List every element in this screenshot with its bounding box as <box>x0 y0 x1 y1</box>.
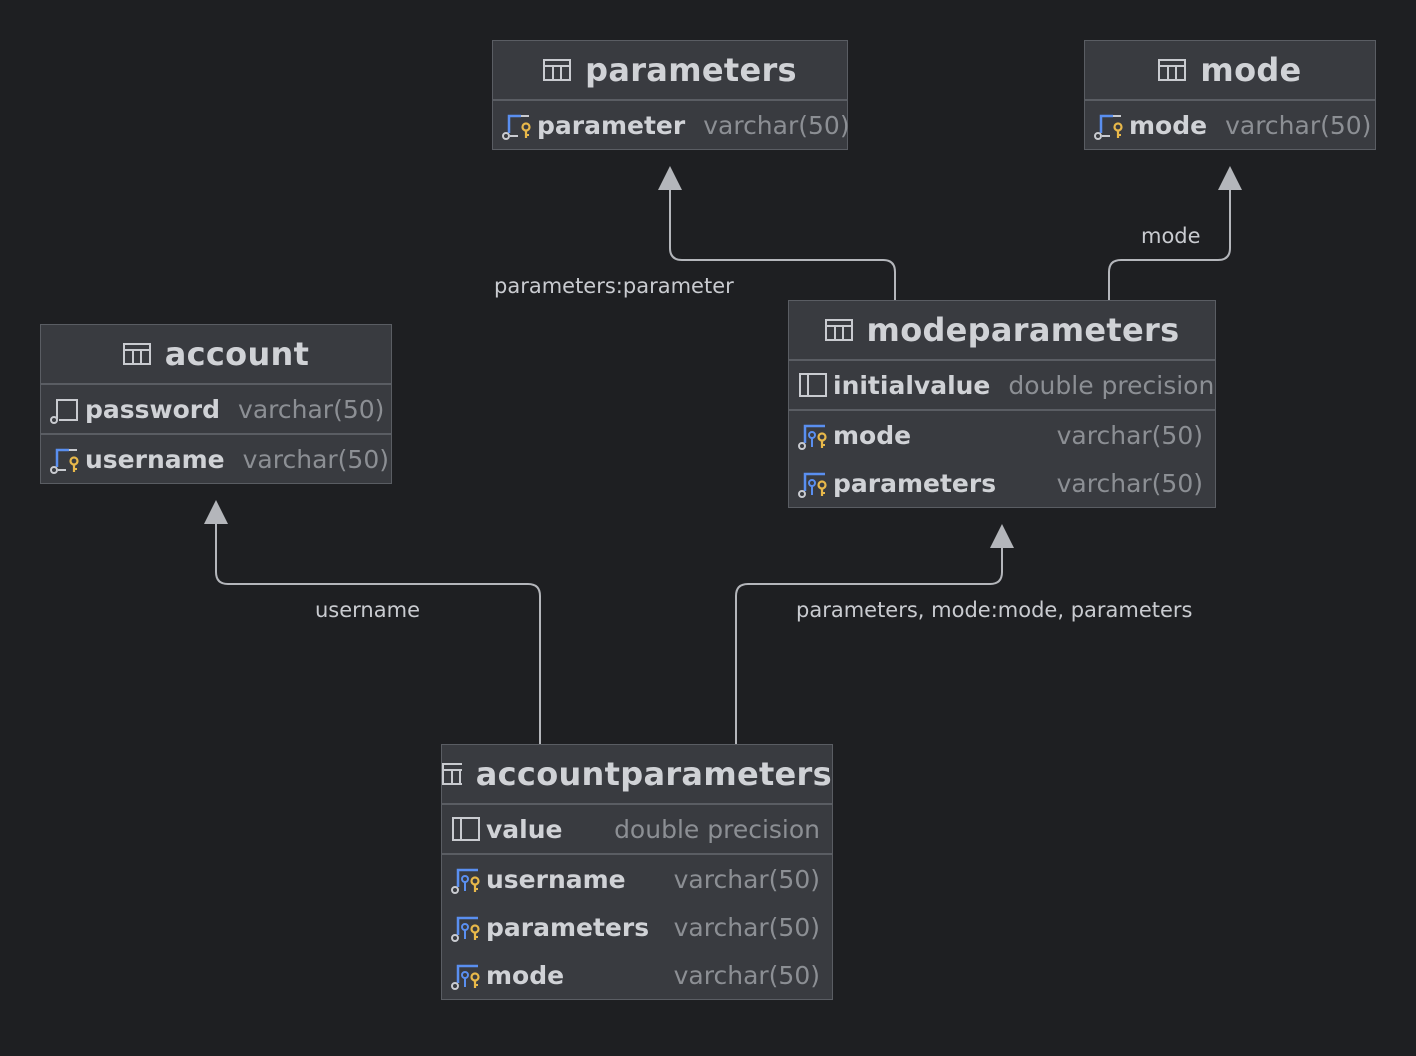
primary-foreign-key-icon <box>797 472 827 499</box>
table-icon <box>1158 59 1187 81</box>
column-type: varchar(50) <box>673 912 820 942</box>
column-row[interactable]: parameter varchar(50) <box>493 101 850 149</box>
column-name: mode <box>833 420 912 450</box>
column-row[interactable]: mode varchar(50) <box>442 951 832 999</box>
column-name: mode <box>1129 110 1208 140</box>
table-accountparameters[interactable]: accountparameters value double precision… <box>441 744 833 1000</box>
column-row[interactable]: parameters varchar(50) <box>789 459 1215 507</box>
table-title: accountparameters <box>475 755 832 793</box>
edge-label-parameters-mode: parameters, mode:mode, parameters <box>796 598 1193 622</box>
edge-modeparameters-parameters <box>669 188 896 300</box>
column-icon <box>799 373 827 397</box>
primary-foreign-key-icon <box>450 868 480 895</box>
column-type: varchar(50) <box>1056 468 1203 498</box>
column-name: username <box>486 864 626 894</box>
table-account[interactable]: account password varchar(50) username va… <box>40 324 392 484</box>
primary-key-icon <box>501 114 531 141</box>
arrowhead-mode <box>1218 166 1242 190</box>
column-name: password <box>85 394 221 424</box>
table-icon <box>442 763 462 785</box>
column-type: varchar(50) <box>238 394 385 424</box>
table-title: mode <box>1200 51 1302 89</box>
arrowhead-parameters <box>658 166 682 190</box>
table-modeparameters[interactable]: modeparameters initialvalue double preci… <box>788 300 1216 508</box>
column-not-null-icon <box>50 399 78 424</box>
column-icon <box>452 817 480 841</box>
column-name: username <box>85 444 225 474</box>
table-icon <box>824 319 853 341</box>
column-type: varchar(50) <box>703 110 850 140</box>
column-name: parameters <box>486 912 650 942</box>
table-icon <box>122 343 151 365</box>
primary-key-icon <box>1093 114 1123 141</box>
column-type: varchar(50) <box>1225 110 1372 140</box>
column-row[interactable]: username varchar(50) <box>442 855 832 903</box>
table-title: account <box>164 335 310 373</box>
edge-accountparameters-modeparameters <box>735 546 1003 745</box>
column-type: double precision <box>614 814 820 844</box>
column-type: varchar(50) <box>673 960 820 990</box>
column-row[interactable]: parameters varchar(50) <box>442 903 832 951</box>
table-header[interactable]: modeparameters <box>789 301 1215 361</box>
column-row[interactable]: initialvalue double precision <box>789 361 1215 409</box>
column-name: value <box>486 814 563 844</box>
table-title: parameters <box>585 51 797 89</box>
column-name: parameter <box>537 110 686 140</box>
primary-foreign-key-icon <box>450 916 480 943</box>
table-title: modeparameters <box>866 311 1180 349</box>
table-mode[interactable]: mode mode varchar(50) <box>1084 40 1376 150</box>
table-header[interactable]: accountparameters <box>442 745 832 805</box>
primary-foreign-key-icon <box>797 424 827 451</box>
column-row[interactable]: mode varchar(50) <box>1085 101 1375 149</box>
column-type: varchar(50) <box>242 444 389 474</box>
table-parameters[interactable]: parameters parameter varchar(50) <box>492 40 850 150</box>
edge-accountparameters-account <box>215 522 541 745</box>
column-row[interactable]: password varchar(50) <box>41 385 391 433</box>
column-type: varchar(50) <box>673 864 820 894</box>
column-row[interactable]: value double precision <box>442 805 832 853</box>
edge-modeparameters-mode <box>1108 188 1231 300</box>
table-icon <box>543 59 572 81</box>
edge-label-parameters-parameter: parameters:parameter <box>494 274 734 298</box>
column-name: parameters <box>833 468 997 498</box>
primary-key-icon <box>49 448 79 475</box>
column-name: mode <box>486 960 565 990</box>
arrowhead-modeparameters <box>990 524 1014 548</box>
column-type: double precision <box>1008 370 1215 400</box>
edge-label-mode: mode <box>1141 224 1201 248</box>
arrowhead-account <box>204 500 228 524</box>
table-header[interactable]: parameters <box>493 41 847 101</box>
edge-label-username: username <box>315 598 420 622</box>
table-header[interactable]: mode <box>1085 41 1375 101</box>
column-row[interactable]: mode varchar(50) <box>789 411 1215 459</box>
primary-foreign-key-icon <box>450 964 480 991</box>
column-name: initialvalue <box>833 370 991 400</box>
column-row[interactable]: username varchar(50) <box>41 435 391 483</box>
column-type: varchar(50) <box>1056 420 1203 450</box>
table-header[interactable]: account <box>41 325 391 385</box>
